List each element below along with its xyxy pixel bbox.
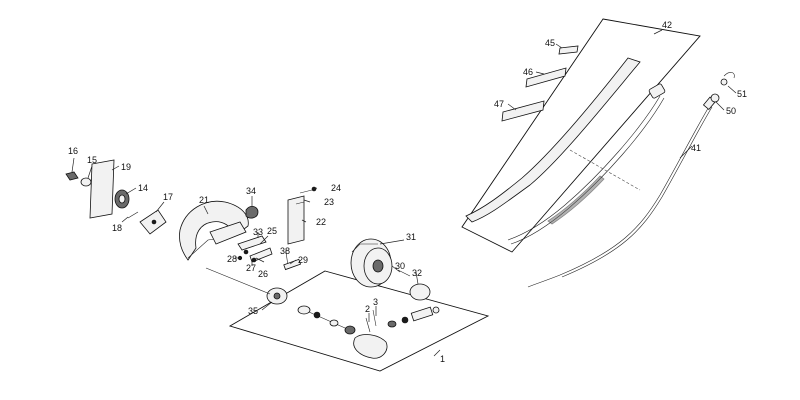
callout-23: 23 [324,197,334,207]
callout-41: 41 [691,143,701,153]
callout-labels: 1 2 3 14 15 16 17 18 19 21 22 23 24 25 2… [68,20,747,364]
pin-38-29 [283,251,302,271]
callout-35: 35 [248,306,258,316]
callout-31: 31 [406,232,416,242]
small-parts-left [65,171,139,219]
callout-33: 33 [253,227,263,237]
callout-50: 50 [726,106,736,116]
callout-34: 34 [246,186,256,196]
gearhead-assembly-group-1 [228,270,490,372]
bracket-parts-25-34 [237,206,273,263]
blade-guard-21 [179,200,249,261]
flange-35 [205,267,288,305]
callout-24: 24 [331,183,341,193]
callout-42: 42 [662,20,672,30]
callout-29: 29 [298,255,308,265]
callout-3: 3 [373,297,378,307]
callout-45: 45 [545,38,555,48]
callout-51: 51 [737,89,747,99]
callout-18: 18 [112,223,122,233]
callout-26: 26 [258,269,268,279]
callout-15: 15 [87,155,97,165]
callout-16: 16 [68,146,78,156]
callout-25: 25 [267,226,277,236]
plate-19 [89,159,115,219]
callout-47: 47 [494,99,504,109]
callout-22: 22 [316,217,326,227]
callout-19: 19 [121,162,131,172]
callout-21: 21 [199,195,209,205]
callout-2: 2 [365,304,370,314]
callout-32: 32 [412,268,422,278]
callout-14: 14 [138,183,148,193]
callout-38: 38 [280,246,290,256]
callout-17: 17 [163,192,173,202]
leader-lines [71,29,737,357]
callout-27: 27 [246,263,256,273]
throttle-cable-41 [527,72,735,288]
callout-1: 1 [440,354,445,364]
callout-46: 46 [523,67,533,77]
shaft-assembly-group-42 [461,18,701,253]
callout-28: 28 [227,254,237,264]
wheel-31 [350,238,431,301]
callout-30: 30 [395,261,405,271]
plate-22 [287,186,317,245]
bracket-17 [139,209,167,235]
